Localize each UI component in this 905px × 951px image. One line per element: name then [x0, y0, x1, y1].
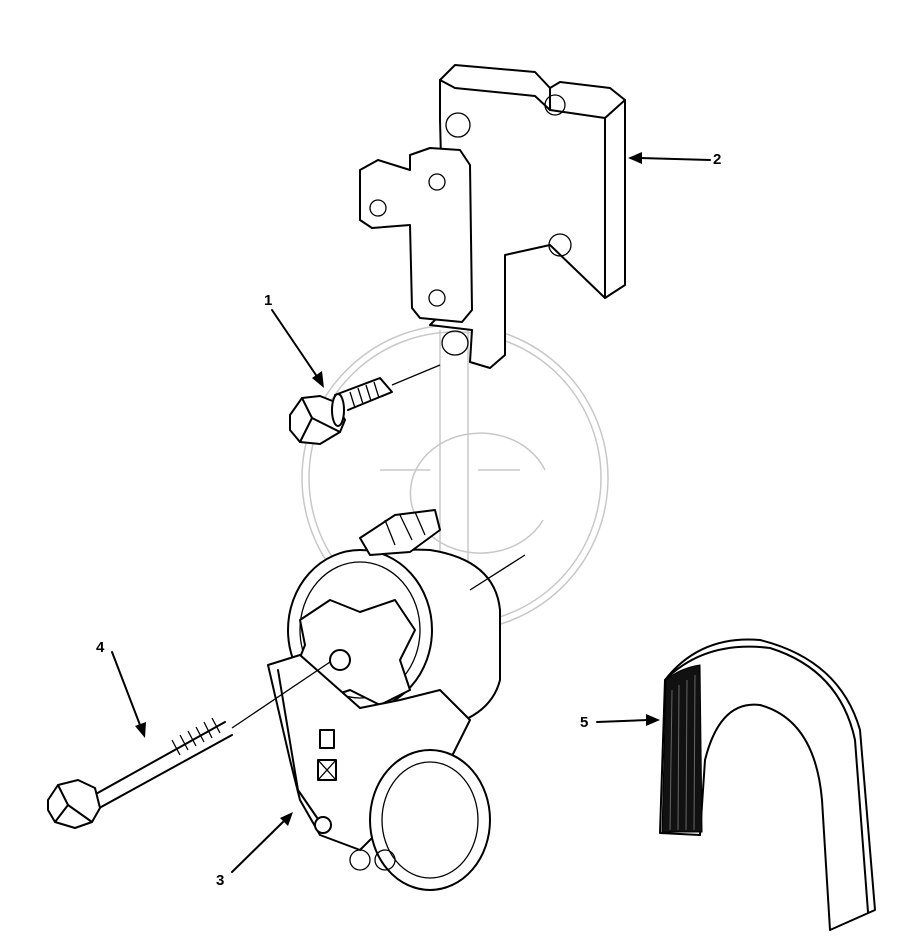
long-bolt	[47, 661, 331, 829]
drive-belt	[659, 638, 876, 931]
callout-4: 4	[96, 639, 105, 656]
callout-5: 5	[580, 714, 588, 731]
callout-2: 2	[713, 151, 721, 168]
leader-lines	[111, 152, 711, 873]
flange-bolt	[289, 364, 441, 445]
mounting-bracket	[359, 64, 626, 369]
callout-1: 1	[264, 292, 272, 309]
callout-3: 3	[216, 872, 224, 889]
belt-tensioner	[267, 509, 526, 891]
